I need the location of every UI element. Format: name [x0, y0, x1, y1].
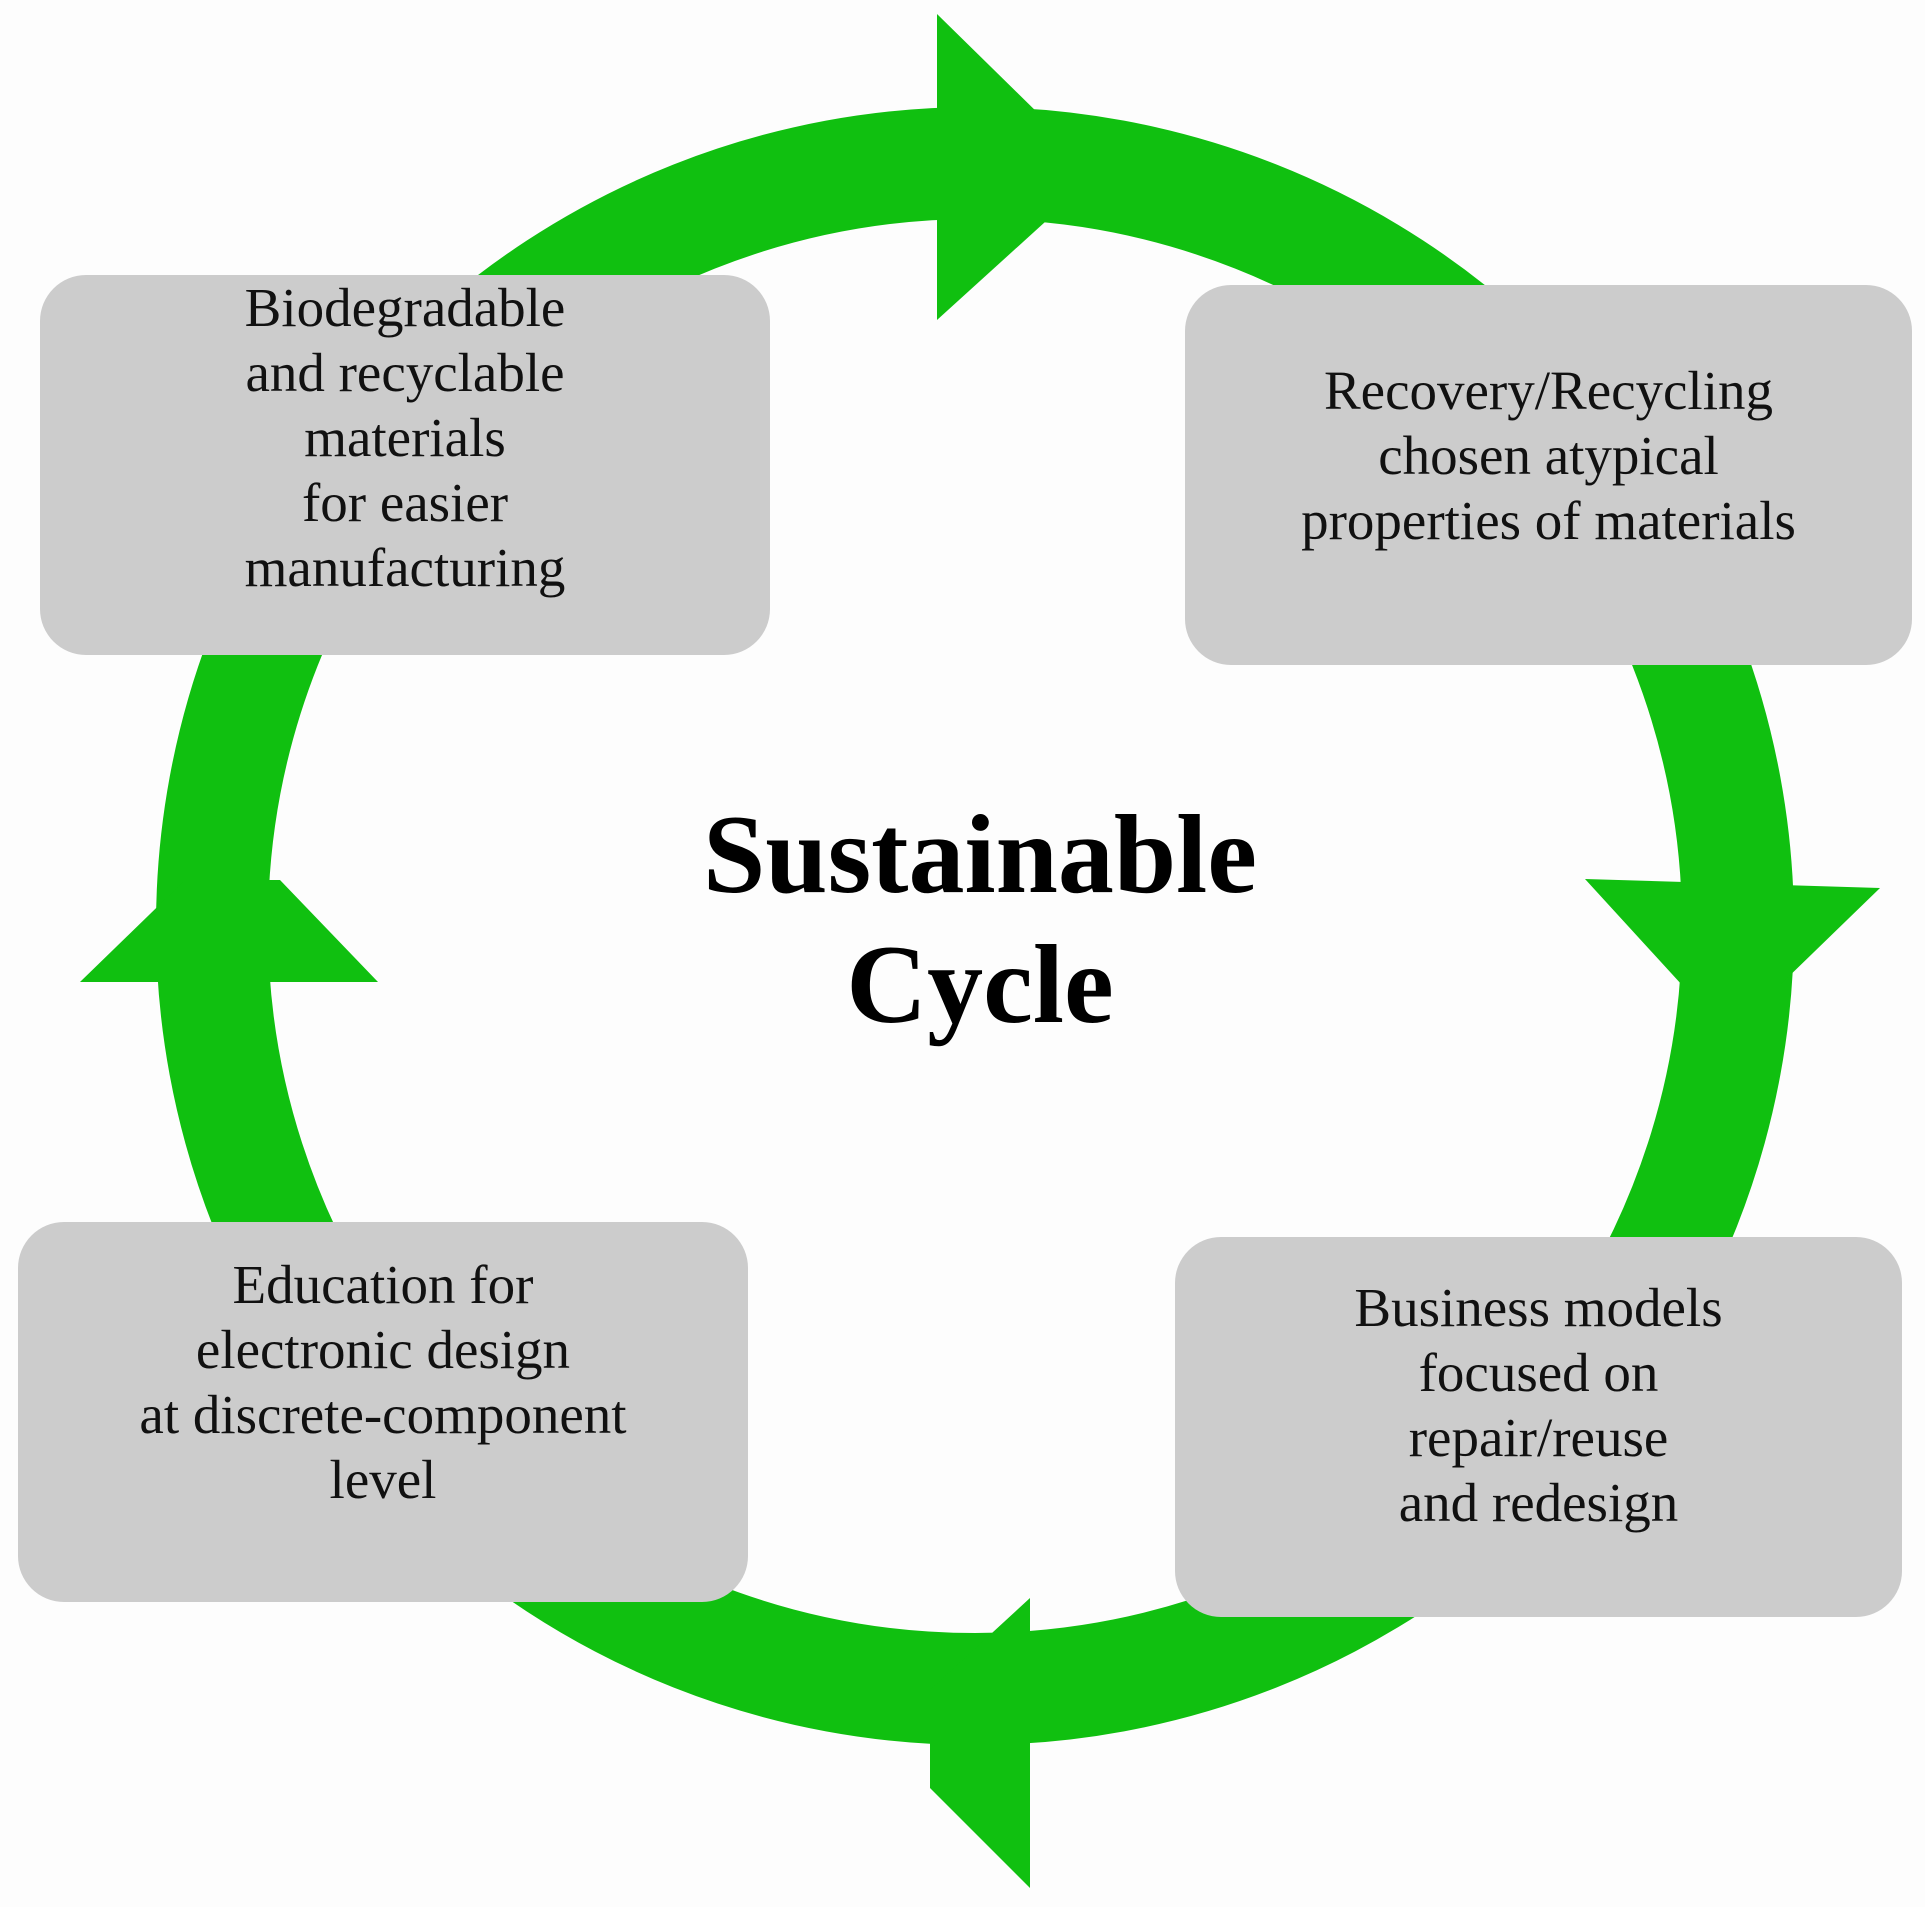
stage-box-recovery: Recovery/Recycling chosen atypical prope…	[1185, 285, 1912, 665]
center-title: Sustainable Cycle	[703, 793, 1257, 1047]
stage-box-materials: Biodegradable and recyclable materials f…	[40, 275, 770, 655]
stage-text-materials: Biodegradable and recyclable materials f…	[244, 276, 566, 598]
stage-text-education: Education for electronic design at discr…	[139, 1254, 627, 1510]
stage-text-business-models: Business models focused on repair/reuse …	[1354, 1277, 1723, 1533]
stage-box-education: Education for electronic design at discr…	[18, 1222, 748, 1602]
arrowhead-right	[1585, 879, 1880, 985]
stage-box-business-models: Business models focused on repair/reuse …	[1175, 1237, 1902, 1617]
stage-text-recovery: Recovery/Recycling chosen atypical prope…	[1301, 359, 1796, 551]
arrowhead-left	[80, 880, 378, 982]
arrowhead-top	[937, 14, 1045, 320]
arrowhead-bottom	[930, 1598, 1030, 1888]
